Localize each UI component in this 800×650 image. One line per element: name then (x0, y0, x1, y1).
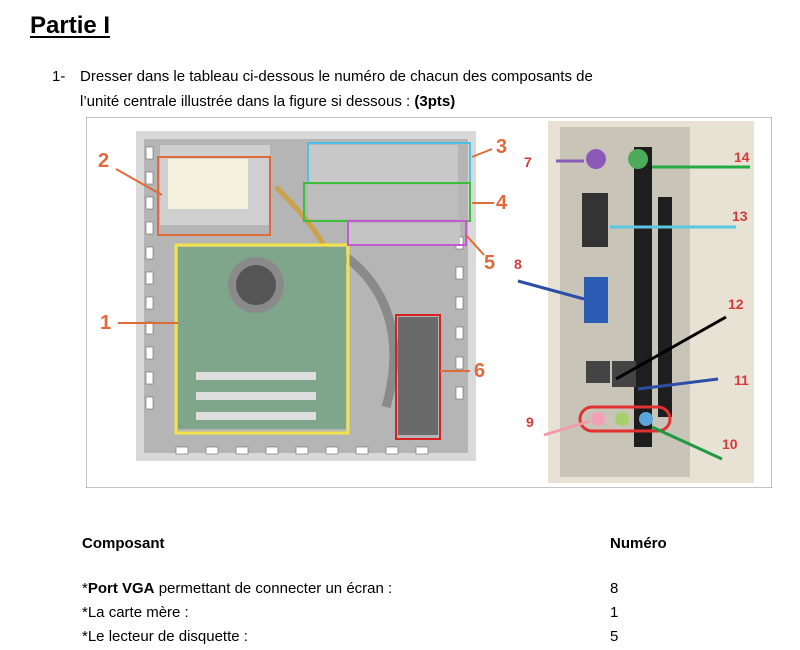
box-motherboard (174, 243, 350, 435)
box-audio-jacks (578, 405, 672, 433)
question-text-line2-main: l’unité centrale illustrée dans la figur… (80, 93, 411, 110)
table-row-label: *La carte mère : (82, 604, 189, 621)
audio-mic-jack (591, 412, 605, 426)
callout-7: 7 (524, 154, 532, 170)
callout-6: 6 (474, 360, 485, 382)
hard-drive-bay (308, 185, 458, 219)
ps2-keyboard-port (628, 149, 648, 169)
expansion-slot (658, 197, 672, 417)
callout-13: 13 (732, 208, 748, 224)
serial-port (582, 193, 608, 247)
callout-1: 1 (100, 312, 111, 334)
power-supply-label (168, 159, 248, 209)
page-title: Partie I (30, 12, 111, 39)
row-prefix: * (82, 580, 88, 597)
pci-slot (196, 392, 316, 400)
audio-line-in-jack (639, 412, 653, 426)
row-description: *La carte mère : (82, 604, 189, 621)
ps2-mouse-port (586, 149, 606, 169)
table-header-component: Composant (82, 535, 165, 552)
callout-14: 14 (734, 149, 750, 165)
callout-4: 4 (496, 192, 508, 214)
callout-8: 8 (514, 256, 522, 272)
tower-rail-slots (145, 146, 464, 455)
row-bold-term: Port VGA (87, 580, 155, 597)
back-panel-photo (548, 121, 754, 483)
expansion-slot (634, 147, 652, 447)
computer-case-figure: 1 2 3 4 5 6 7 14 13 8 12 11 9 10 (86, 117, 772, 488)
question-points: (3pts) (414, 93, 456, 110)
question-text-line1: Dresser dans le tableau ci-dessous le nu… (80, 68, 593, 85)
usb-port (586, 361, 610, 383)
hard-disk (398, 317, 438, 435)
row-description: permettant de connecter un écran : (154, 580, 393, 597)
callout-2: 2 (98, 150, 109, 172)
floppy-drive-bay (348, 223, 460, 245)
table-row-value: 5 (610, 628, 619, 645)
audio-line-out-jack (615, 412, 629, 426)
table-row-value: 1 (610, 604, 619, 621)
question-number: 1- (52, 68, 66, 85)
tower-photo (136, 131, 476, 461)
box-power-supply (157, 156, 271, 236)
pci-slot (196, 412, 316, 420)
callout-5: 5 (484, 252, 495, 274)
left-callout-lines (115, 148, 494, 372)
box-6 (395, 314, 441, 440)
pci-slot (196, 372, 316, 380)
row-description: *Le lecteur de disquette : (82, 628, 248, 645)
callout-11: 11 (734, 372, 749, 388)
callout-9: 9 (526, 414, 534, 430)
box-5 (347, 220, 467, 246)
vga-port (584, 277, 608, 323)
table-header-number: Numéro (610, 535, 667, 552)
question-text-line2: l’unité centrale illustrée dans la figur… (80, 93, 455, 110)
table-row-label: *Port VGA permettant de connecter un écr… (82, 580, 392, 597)
ribbon-cable (343, 253, 399, 409)
callout-12: 12 (728, 296, 744, 312)
table-row-value: 8 (610, 580, 619, 597)
cpu-fan-hub (236, 265, 276, 305)
callout-3: 3 (496, 136, 507, 158)
right-callout-arrows (517, 159, 750, 461)
table-row-label: *Le lecteur de disquette : (82, 628, 248, 645)
optical-drive-bay (308, 145, 458, 183)
callout-10: 10 (722, 436, 738, 452)
